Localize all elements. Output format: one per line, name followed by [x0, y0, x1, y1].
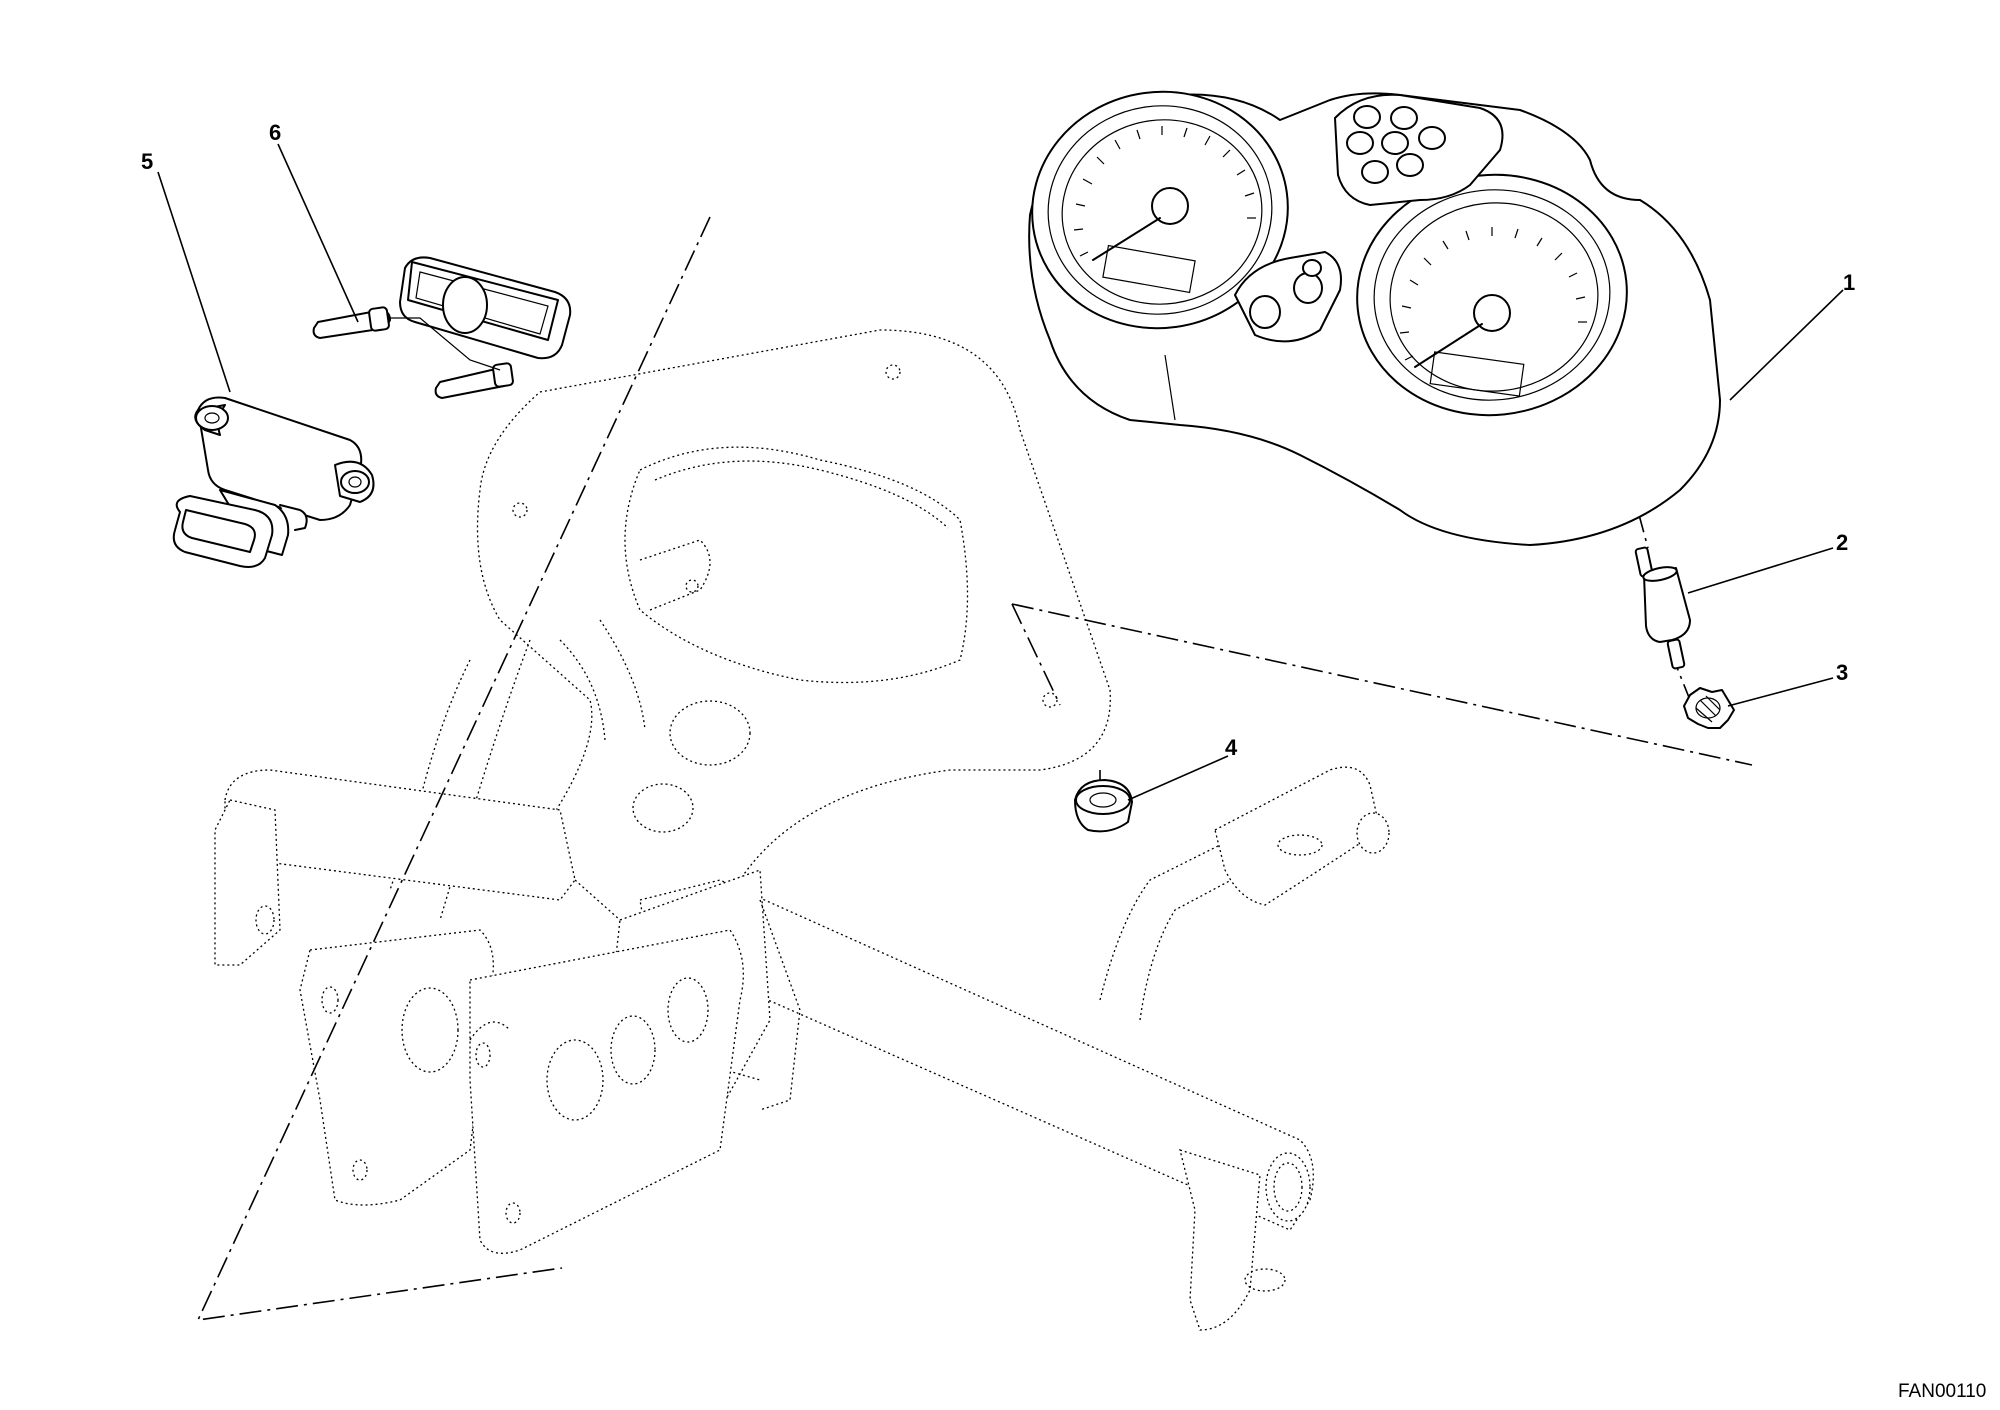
drawing-code: FAN00110 [1898, 1381, 1987, 1402]
callout-2: 2 [1836, 530, 1849, 555]
rubber-grommet [1074, 779, 1133, 833]
callout-4: 4 [1225, 735, 1238, 760]
callout-3: 3 [1836, 660, 1849, 685]
leader-lines [157, 143, 1844, 801]
serrated-nut [1683, 687, 1735, 729]
sensor-module [172, 396, 375, 568]
callout-5: 5 [141, 149, 154, 174]
callout-6: 6 [269, 120, 282, 145]
instrument-panel [1028, 90, 1721, 546]
callout-1: 1 [1843, 270, 1856, 295]
headlight-support-frame [214, 329, 1390, 1331]
threaded-stud [1634, 546, 1691, 670]
sensor-bracket [312, 256, 572, 399]
